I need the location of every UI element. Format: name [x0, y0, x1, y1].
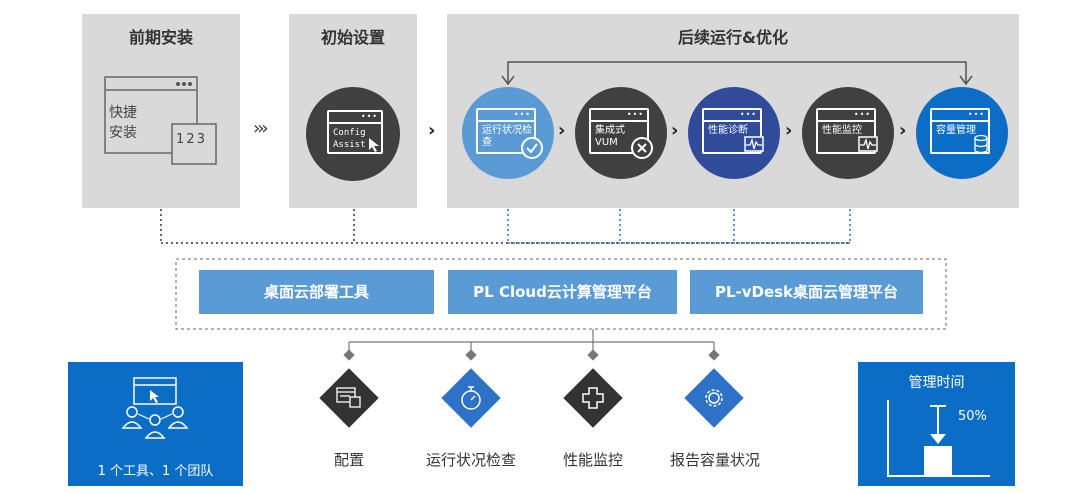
health-check-window-icon: ••• 运行状况检查	[476, 108, 536, 154]
mgmt-time-box: 管理时间 50%	[858, 362, 1015, 486]
team-icon	[121, 377, 189, 439]
initial-setup-panel: 初始设置 ••• Config Assist	[289, 14, 417, 208]
feature-label-config: 配置	[333, 451, 364, 469]
chevron-right-icon: ›	[899, 120, 907, 141]
install-window-icon	[104, 76, 217, 165]
config-line2: Assist	[333, 140, 366, 150]
perf-monitor-window-icon: ••• 性能监控	[816, 108, 876, 154]
gear-icon	[705, 389, 723, 407]
time-reduction-chart	[887, 400, 990, 477]
initial-setup-title: 初始设置	[320, 28, 385, 47]
perf-diagnosis-window-icon: ••• 性能诊断	[702, 108, 762, 154]
mgmt-time-title: 管理时间	[908, 375, 965, 391]
pulse-monitor-icon	[858, 136, 878, 152]
install-digits: 1 2 3	[176, 132, 205, 147]
mgmt-time-percent: 50%	[958, 409, 987, 424]
chevron-right-icon: ›	[558, 120, 566, 141]
install-line2: 安装	[109, 125, 137, 141]
pl-cloud-button[interactable]: PL Cloud云计算管理平台	[448, 270, 677, 314]
pre-install-panel: 前期安装 快捷 安装 1 2 3	[82, 14, 240, 208]
team-caption: 1 个工具、1 个团队	[97, 464, 214, 479]
config-assist-circle	[306, 87, 400, 181]
install-line1: 快捷	[109, 105, 137, 121]
loop-arrow	[501, 61, 973, 86]
operation-title: 后续运行&优化	[678, 28, 788, 47]
feature-label-report: 报告容量状况	[669, 451, 760, 469]
chevron-right-icon: ›	[428, 120, 436, 141]
chevron-right-icon: ›	[785, 120, 793, 141]
stage-capacity-label: 容量管理	[936, 125, 976, 136]
check-circle-icon	[521, 137, 543, 159]
stage-health-check-label: 运行状况检查	[482, 125, 532, 148]
chevron-right-icon: ›	[671, 120, 679, 141]
stopwatch-icon	[461, 386, 481, 410]
pulse-monitor-icon	[744, 136, 764, 152]
stage-perf-diagnosis-label: 性能诊断	[708, 125, 748, 136]
pl-vdesk-button[interactable]: PL-vDesk桌面云管理平台	[690, 270, 923, 314]
cursor-icon	[369, 138, 379, 152]
capacity-window-icon: ••• 容量管理	[930, 108, 990, 154]
wrench-circle-icon	[631, 137, 653, 159]
vum-window-icon: ••• 集成式 VUM	[589, 108, 649, 154]
feature-label-health: 运行状况检查	[425, 451, 516, 469]
config-icon	[336, 387, 361, 408]
config-line1: Config	[333, 128, 366, 138]
stage-vum-label: 集成式 VUM	[595, 125, 625, 148]
triple-chevron-icon: ›››	[253, 118, 269, 139]
team-box: 1 个工具、1 个团队	[68, 362, 243, 486]
cross-icon	[582, 387, 604, 409]
deploy-tool-button[interactable]: 桌面云部署工具	[199, 270, 434, 314]
database-icon	[974, 134, 988, 154]
config-assist-window-icon: ••• Config Assist	[327, 110, 383, 154]
pre-install-title: 前期安装	[128, 28, 193, 47]
stage-perf-monitor-label: 性能监控	[822, 125, 862, 136]
feature-label-perf: 性能监控	[562, 451, 623, 469]
